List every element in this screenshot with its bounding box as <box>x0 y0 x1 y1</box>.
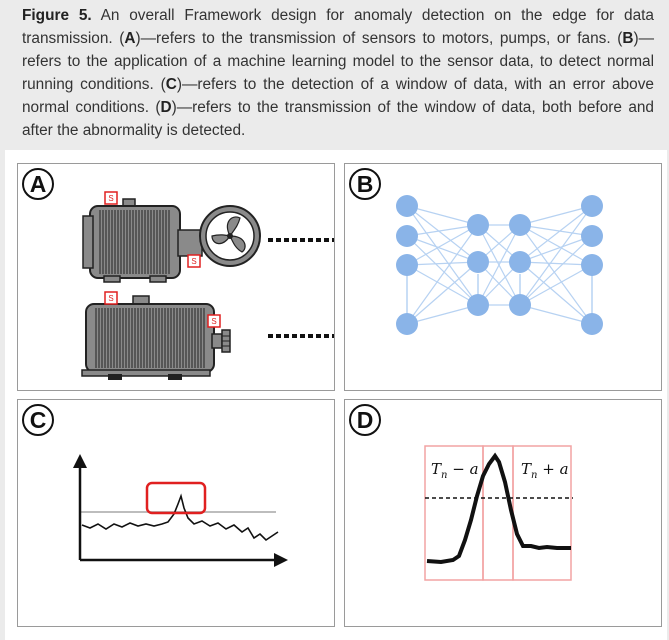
nn-edge <box>477 224 521 306</box>
sensor-tag-1: S <box>104 191 118 205</box>
sensor-tag-4: S <box>207 314 221 328</box>
nn-edge <box>406 261 479 266</box>
nn-edge <box>406 235 479 263</box>
caption-c-text: )—refers to the detection of a window of… <box>22 76 654 116</box>
sensor-signal-plot <box>73 454 288 567</box>
caption-d-text: )—refers to the transmission of the wind… <box>22 99 654 139</box>
nn-edge <box>519 304 593 325</box>
panel-b: B <box>344 163 662 391</box>
nn-node <box>509 214 531 236</box>
framework-figure: S S S S A B <box>5 150 667 640</box>
nn-node <box>396 225 418 247</box>
figure-caption: Figure 5. An overall Framework design fo… <box>22 4 654 142</box>
window-transmission-plot <box>424 445 573 581</box>
nn-node <box>509 294 531 316</box>
nn-node <box>581 254 603 276</box>
motor-bottom <box>81 295 231 380</box>
figure-label: Figure 5. <box>22 7 92 24</box>
nn-node <box>396 254 418 276</box>
panel-d: Tn − a Tn + a D <box>344 399 662 627</box>
nn-edge <box>406 224 479 237</box>
nn-edge <box>519 261 593 325</box>
fan-icon <box>199 205 261 267</box>
nn-edge <box>406 205 479 263</box>
badge-b: B <box>349 168 381 200</box>
sensor-tag-2: S <box>187 254 201 268</box>
panel-c: C <box>17 399 335 627</box>
svg-text:S: S <box>211 317 216 326</box>
signal-trace <box>81 493 279 542</box>
nn-edge <box>406 304 479 325</box>
caption-c-label: C <box>165 76 177 93</box>
sensor-tag-3: S <box>104 291 118 305</box>
nn-edge <box>406 224 479 325</box>
nn-edge <box>406 205 479 306</box>
nn-node <box>467 294 489 316</box>
label-tn-minus-a: Tn − a <box>431 460 479 481</box>
nn-node <box>467 214 489 236</box>
nn-node <box>581 225 603 247</box>
nn-edge <box>406 205 479 226</box>
nn-node <box>467 251 489 273</box>
caption-intro: An overall Framework design for anomaly … <box>22 7 654 47</box>
motors-illustration: S S S S <box>81 191 334 380</box>
nn-node <box>581 313 603 335</box>
nn-edge <box>519 224 593 266</box>
caption-b-text: )—refers to the application of a machine… <box>22 30 654 93</box>
nn-edge <box>519 205 593 306</box>
nn-edge <box>519 235 593 263</box>
nn-edge <box>519 264 593 306</box>
panel-a: S S S S A <box>17 163 335 391</box>
nn-node <box>396 313 418 335</box>
anomaly-window <box>145 481 207 515</box>
nn-edge <box>519 205 593 226</box>
badge-c: C <box>22 404 54 436</box>
nn-edge <box>519 261 593 266</box>
nn-edge <box>519 205 593 263</box>
nn-edge <box>406 235 479 306</box>
nn-edge <box>519 224 593 325</box>
y-axis-arrow <box>73 454 87 468</box>
motor-top <box>82 198 203 283</box>
svg-text:S: S <box>191 257 196 266</box>
svg-text:S: S <box>108 194 113 203</box>
caption-d-label: D <box>160 99 172 116</box>
label-tn-plus-a: Tn + a <box>521 460 569 481</box>
nn-node <box>509 251 531 273</box>
neural-network-diagram <box>396 195 603 335</box>
caption-a-text: )—refers to the transmission of sensors … <box>135 30 623 47</box>
caption-a-label: A <box>124 30 136 47</box>
nn-edge <box>406 224 479 266</box>
nn-edge <box>406 264 479 306</box>
svg-text:S: S <box>108 294 113 303</box>
nn-edge <box>519 224 593 237</box>
x-axis-arrow <box>274 553 288 567</box>
nn-node <box>396 195 418 217</box>
nn-edge <box>519 235 593 306</box>
nn-edge <box>406 261 479 325</box>
badge-d: D <box>349 404 381 436</box>
nn-node <box>581 195 603 217</box>
spike-trace <box>426 452 571 565</box>
badge-a: A <box>22 168 54 200</box>
caption-b-label: B <box>622 30 634 47</box>
